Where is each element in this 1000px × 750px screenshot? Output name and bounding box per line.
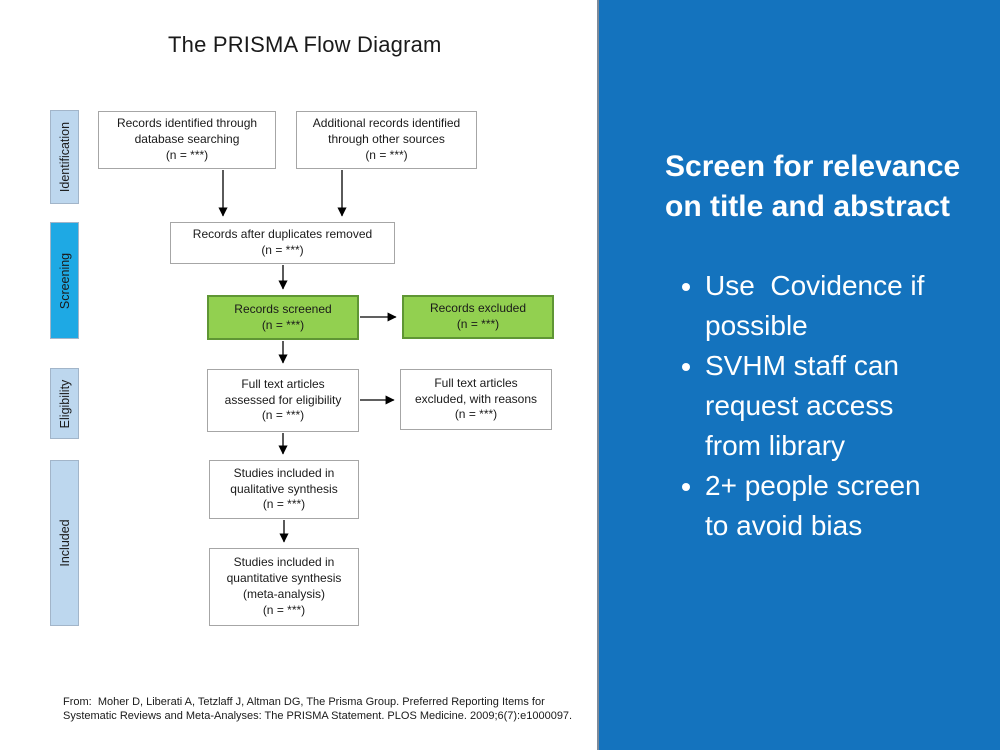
page-title: The PRISMA Flow Diagram: [168, 32, 442, 57]
flow-node-records-excluded: Records excluded (n = ***): [402, 295, 554, 339]
panel-heading: Screen for relevance on title and abstra…: [665, 150, 961, 223]
stage-bar-identification: Identification: [50, 110, 79, 204]
stage-label-screening: Screening: [57, 252, 72, 309]
panel-bullet-item: SVHM staff can request access from libra…: [705, 346, 990, 466]
side-panel: Screen for relevance on title and abstra…: [597, 0, 1000, 750]
stage-bar-included: Included: [50, 460, 79, 626]
flow-node-records-identified-database: Records identified through database sear…: [98, 111, 276, 169]
panel-bullet-item: Use Covidence if possible: [705, 266, 990, 346]
stage-label-identification: Identification: [57, 121, 72, 193]
flow-node-qualitative-synthesis: Studies included in qualitative synthesi…: [209, 460, 359, 519]
flow-node-records-screened: Records screened (n = ***): [207, 295, 359, 340]
stage-label-included: Included: [57, 519, 72, 567]
panel-bullet-list: Use Covidence if possible SVHM staff can…: [669, 266, 990, 546]
flow-node-fulltext-assessed: Full text articles assessed for eligibil…: [207, 369, 359, 432]
flow-node-quantitative-synthesis: Studies included in quantitative synthes…: [209, 548, 359, 626]
flow-node-additional-records-other-sources: Additional records identified through ot…: [296, 111, 477, 169]
flow-node-fulltext-excluded: Full text articles excluded, with reason…: [400, 369, 552, 430]
stage-bar-screening: Screening: [50, 222, 79, 339]
flow-node-records-after-duplicates: Records after duplicates removed (n = **…: [170, 222, 395, 264]
stage-label-eligibility: Eligibility: [57, 379, 72, 428]
stage-bar-eligibility: Eligibility: [50, 368, 79, 439]
citation-text: From: Moher D, Liberati A, Tetzlaff J, A…: [63, 696, 573, 722]
panel-bullet-item: 2+ people screen to avoid bias: [705, 466, 990, 546]
